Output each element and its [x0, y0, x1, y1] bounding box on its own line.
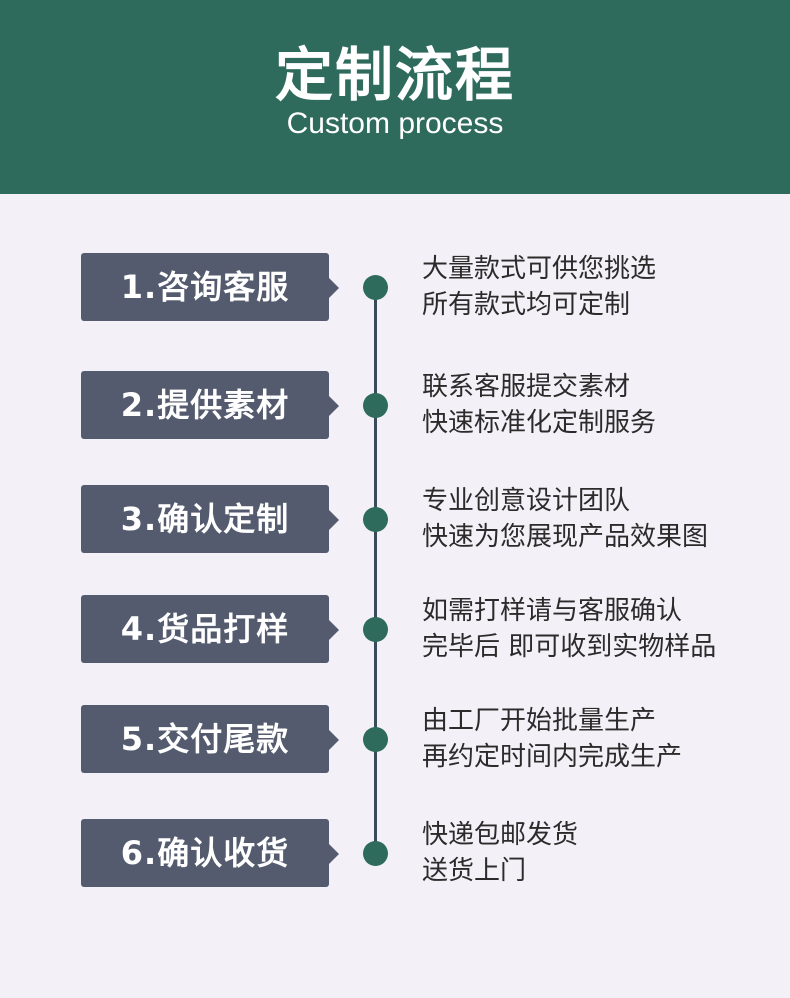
- step-3-arrow-icon: [329, 510, 339, 530]
- step-2-description: 联系客服提交素材 快速标准化定制服务: [422, 369, 782, 441]
- step-4-desc-line-2: 完毕后 即可收到实物样品: [422, 632, 717, 662]
- step-5-dot-icon: [363, 727, 388, 752]
- step-4-arrow-icon: [329, 620, 339, 640]
- step-6-description: 快递包邮发货 送货上门: [422, 817, 782, 889]
- step-2-arrow-icon: [329, 396, 339, 416]
- step-4-desc-line-1: 如需打样请与客服确认: [422, 596, 683, 626]
- step-4-dot-icon: [363, 617, 388, 642]
- step-3: 3.确认定制 专业创意设计团队 快速为您展现产品效果图: [0, 485, 790, 555]
- step-6-arrow-icon: [329, 844, 339, 864]
- step-5: 5.交付尾款 由工厂开始批量生产 再约定时间内完成生产: [0, 705, 790, 775]
- step-2-desc-line-1: 联系客服提交素材: [422, 372, 631, 402]
- step-6-dot-icon: [363, 841, 388, 866]
- step-1: 1.咨询客服 大量款式可供您挑选 所有款式均可定制: [0, 253, 790, 323]
- step-5-description: 由工厂开始批量生产 再约定时间内完成生产: [422, 703, 782, 775]
- step-1-description: 大量款式可供您挑选 所有款式均可定制: [422, 251, 782, 323]
- step-6: 6.确认收货 快递包邮发货 送货上门: [0, 819, 790, 889]
- step-5-label: 5.交付尾款: [120, 720, 290, 758]
- page-subtitle: Custom process: [286, 107, 504, 140]
- step-5-desc-line-1: 由工厂开始批量生产: [422, 706, 657, 736]
- step-4-label: 4.货品打样: [120, 610, 290, 648]
- step-6-label: 6.确认收货: [120, 834, 290, 872]
- step-1-label: 1.咨询客服: [120, 268, 290, 306]
- step-1-desc-line-2: 所有款式均可定制: [422, 290, 631, 320]
- step-5-box: 5.交付尾款: [81, 705, 329, 773]
- step-2-box: 2.提供素材: [81, 371, 329, 439]
- step-4-box: 4.货品打样: [81, 595, 329, 663]
- step-3-desc-line-2: 快速为您展现产品效果图: [422, 522, 709, 552]
- step-1-desc-line-1: 大量款式可供您挑选: [422, 254, 657, 284]
- step-2: 2.提供素材 联系客服提交素材 快速标准化定制服务: [0, 371, 790, 441]
- header-banner: 定制流程 Custom process: [0, 0, 790, 194]
- step-3-dot-icon: [363, 507, 388, 532]
- step-3-label: 3.确认定制: [120, 500, 290, 538]
- step-5-arrow-icon: [329, 730, 339, 750]
- step-2-desc-line-2: 快速标准化定制服务: [422, 408, 657, 438]
- step-1-arrow-icon: [329, 278, 339, 298]
- step-1-box: 1.咨询客服: [81, 253, 329, 321]
- step-5-desc-line-2: 再约定时间内完成生产: [422, 742, 683, 772]
- step-2-dot-icon: [363, 393, 388, 418]
- step-3-desc-line-1: 专业创意设计团队: [422, 486, 631, 516]
- step-1-dot-icon: [363, 275, 388, 300]
- timeline-line: [374, 287, 377, 854]
- step-3-box: 3.确认定制: [81, 485, 329, 553]
- step-6-box: 6.确认收货: [81, 819, 329, 887]
- step-6-desc-line-2: 送货上门: [422, 856, 527, 886]
- page-title: 定制流程: [274, 41, 515, 109]
- step-4-description: 如需打样请与客服确认 完毕后 即可收到实物样品: [422, 593, 782, 665]
- step-3-description: 专业创意设计团队 快速为您展现产品效果图: [422, 483, 782, 555]
- step-6-desc-line-1: 快递包邮发货: [422, 820, 579, 850]
- step-4: 4.货品打样 如需打样请与客服确认 完毕后 即可收到实物样品: [0, 595, 790, 665]
- step-2-label: 2.提供素材: [120, 386, 290, 424]
